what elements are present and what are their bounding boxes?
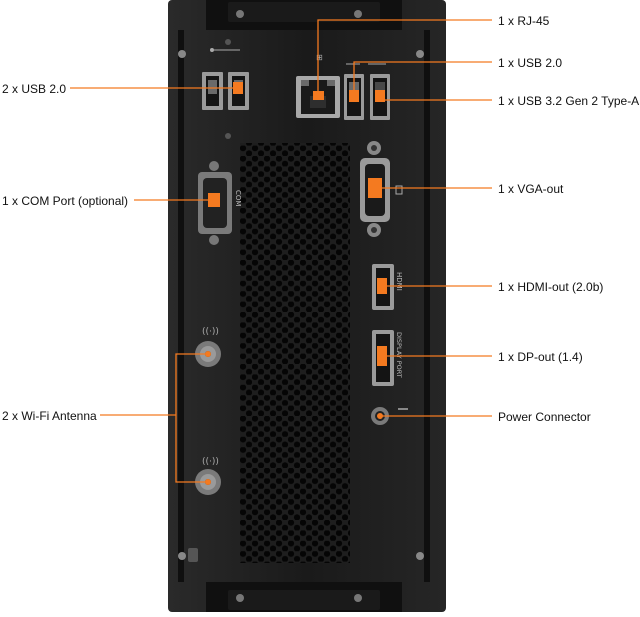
hdmi-marking: HDMI — [395, 272, 403, 291]
marker-wifi-top — [205, 351, 211, 357]
callout-markers — [205, 82, 387, 485]
label-hdmi: 1 x HDMI-out (2.0b) — [498, 280, 604, 294]
marker-power — [377, 413, 383, 419]
marker-usb20-double — [233, 82, 243, 94]
screw-icon — [236, 594, 244, 602]
label-vga: 1 x VGA-out — [498, 182, 564, 196]
marker-rj45 — [313, 91, 324, 100]
com-marking: COM — [234, 190, 242, 206]
label-com: 1 x COM Port (optional) — [2, 194, 129, 208]
vent-grille — [240, 143, 350, 563]
screw-icon — [416, 552, 424, 560]
label-dp: 1 x DP-out (1.4) — [498, 350, 583, 364]
audio-jack-icon — [225, 39, 231, 45]
marker-wifi-bottom — [205, 479, 211, 485]
lan-icon: ⊞ — [316, 53, 323, 62]
label-wifi: 2 x Wi-Fi Antenna — [2, 409, 97, 423]
screw-icon — [178, 552, 186, 560]
label-usb20-single: 1 x USB 2.0 — [498, 56, 563, 70]
lock-slot-icon — [188, 548, 198, 562]
callout-wifi-bracket — [175, 353, 208, 483]
callout-rj45 — [317, 19, 492, 96]
marker-hdmi — [377, 278, 387, 294]
callout-lines — [70, 19, 492, 483]
screw-icon — [416, 50, 424, 58]
wifi-icon: ((·)) — [202, 327, 219, 337]
label-usb20-double: 2 x USB 2.0 — [2, 82, 67, 96]
monitor-icon — [395, 185, 403, 195]
marker-com — [208, 193, 220, 207]
bottom-bracket-inner — [228, 590, 380, 610]
marker-vga — [368, 178, 382, 198]
usb-icon — [210, 48, 386, 65]
wifi-icon: ((·)) — [202, 457, 219, 467]
screw-icon — [178, 50, 186, 58]
screw-icon — [354, 10, 362, 18]
callout-usb20-single — [353, 61, 492, 96]
marker-usb20-single — [349, 90, 359, 102]
label-rj45: 1 x RJ-45 — [498, 14, 550, 28]
marker-dp — [377, 346, 387, 366]
right-rail — [424, 30, 430, 582]
audio-jack-icon — [225, 133, 231, 139]
screw-icon — [354, 594, 362, 602]
label-usb32: 1 x USB 3.2 Gen 2 Type-A — [498, 94, 640, 108]
dp-marking: DISPLAY PORT — [395, 332, 403, 378]
top-bracket-inner — [228, 2, 380, 22]
screw-icon — [236, 10, 244, 18]
label-power: Power Connector — [498, 410, 591, 424]
marker-usb32 — [375, 90, 385, 102]
left-rail — [178, 30, 184, 582]
